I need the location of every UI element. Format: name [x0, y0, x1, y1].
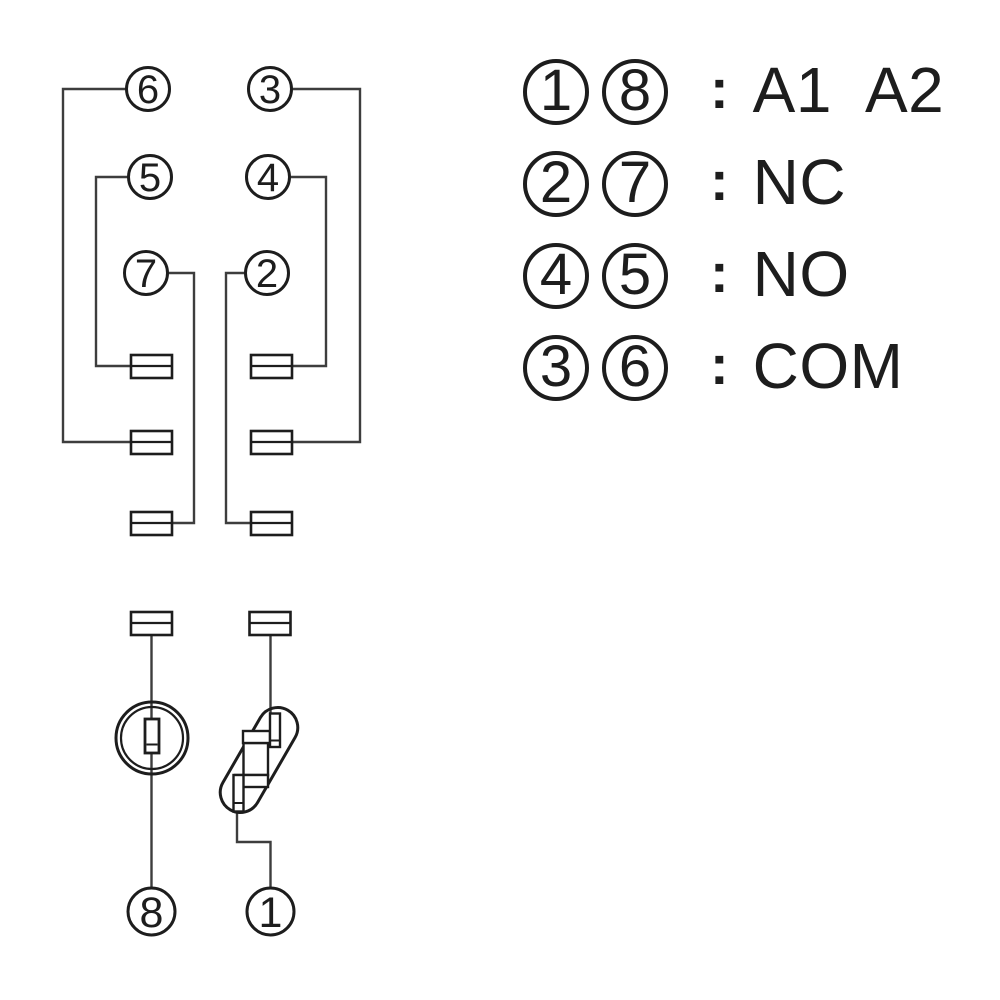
legend-colon: :	[710, 333, 729, 396]
pin-2: 2	[244, 250, 290, 296]
coil-upper-plunger	[268, 712, 282, 749]
pin-7-number: 7	[135, 252, 157, 296]
legend-pin-7-circle: 7	[602, 151, 668, 217]
wire-pin7-to-nc-terminal	[167, 271, 196, 525]
pin-markers: 6 3 5 4 7 2 8	[123, 66, 296, 937]
pin-3: 3	[247, 66, 293, 112]
legend-colon: :	[710, 149, 729, 212]
terminal-com-left	[129, 429, 174, 456]
legend-colon: :	[710, 57, 729, 120]
terminal-coil	[248, 610, 292, 637]
legend-pin-1-circle: 1	[523, 59, 589, 125]
pin-8-circle	[126, 886, 177, 937]
lamp-symbol	[114, 700, 190, 776]
pin-5-circle	[127, 154, 173, 200]
terminal-no-right	[249, 353, 294, 380]
coil-symbol	[218, 706, 300, 814]
coil-lower-plunger	[232, 773, 245, 813]
lamp-inner-circle	[119, 705, 185, 771]
legend-pin-8-circle: 8	[602, 59, 668, 125]
coil-outline	[218, 706, 300, 814]
lamp-element	[143, 717, 161, 755]
relay-schematic: 6 3 5 4 7 2 8	[61, 66, 362, 937]
legend-label-coil: A1 A2	[752, 54, 945, 126]
pin-7-circle	[123, 250, 169, 296]
legend-row-coil: 1 8 : A1 A2	[523, 46, 944, 138]
terminal-no-left	[129, 353, 174, 380]
legend-pin-3-circle: 3	[523, 335, 589, 401]
wire-pin4-to-no-terminal	[289, 175, 328, 368]
legend-pin-6-circle: 6	[602, 335, 668, 401]
pin-3-number: 3	[259, 68, 281, 112]
pin-6-number: 6	[137, 68, 159, 112]
pin-1-number: 1	[259, 889, 283, 937]
pin-4-circle	[245, 154, 291, 200]
pin-5: 5	[127, 154, 173, 200]
legend-pin-5-circle: 5	[602, 243, 668, 309]
lamp-outer-circle	[114, 700, 190, 776]
legend-label-no: NO	[752, 238, 850, 310]
wire-pin6-to-com-terminal	[61, 87, 131, 444]
pin-8: 8	[126, 886, 177, 937]
pin-4-number: 4	[257, 156, 279, 200]
legend-colon: :	[710, 241, 729, 304]
legend-pin-2-circle: 2	[523, 151, 589, 217]
legend-label-nc: NC	[752, 146, 847, 218]
legend-pin-4-circle: 4	[523, 243, 589, 309]
terminal-lamp	[129, 610, 174, 637]
pin-1: 1	[245, 886, 296, 937]
wire-pin2-to-nc-terminal	[224, 271, 251, 525]
pin-4: 4	[245, 154, 291, 200]
pin-6-circle	[125, 66, 171, 112]
pin-1-circle	[245, 886, 296, 937]
pin-5-number: 5	[139, 156, 161, 200]
terminal-nc-right	[249, 510, 294, 537]
pin-legend: 1 8 : A1 A2 2 7 : NC 4 5 : NO 3 6 : COM	[523, 46, 944, 414]
legend-row-no: 4 5 : NO	[523, 230, 944, 322]
wire-coil-to-pin1	[235, 810, 272, 888]
pin-3-circle	[247, 66, 293, 112]
wires	[61, 87, 362, 888]
pin-8-number: 8	[140, 889, 164, 937]
pin-2-number: 2	[256, 252, 278, 296]
terminals	[129, 353, 294, 637]
wire-pin3-to-com-terminal	[291, 87, 362, 444]
pin-7: 7	[123, 250, 169, 296]
terminal-nc-left	[129, 510, 174, 537]
wire-pin5-to-no-terminal	[94, 175, 131, 368]
pin-6: 6	[125, 66, 171, 112]
coil-armature-box	[242, 741, 270, 777]
coil-upper-bar	[241, 729, 272, 745]
terminal-com-right	[249, 429, 294, 456]
legend-label-com: COM	[752, 330, 904, 402]
legend-row-nc: 2 7 : NC	[523, 138, 944, 230]
legend-row-com: 3 6 : COM	[523, 322, 944, 414]
pin-2-circle	[244, 250, 290, 296]
